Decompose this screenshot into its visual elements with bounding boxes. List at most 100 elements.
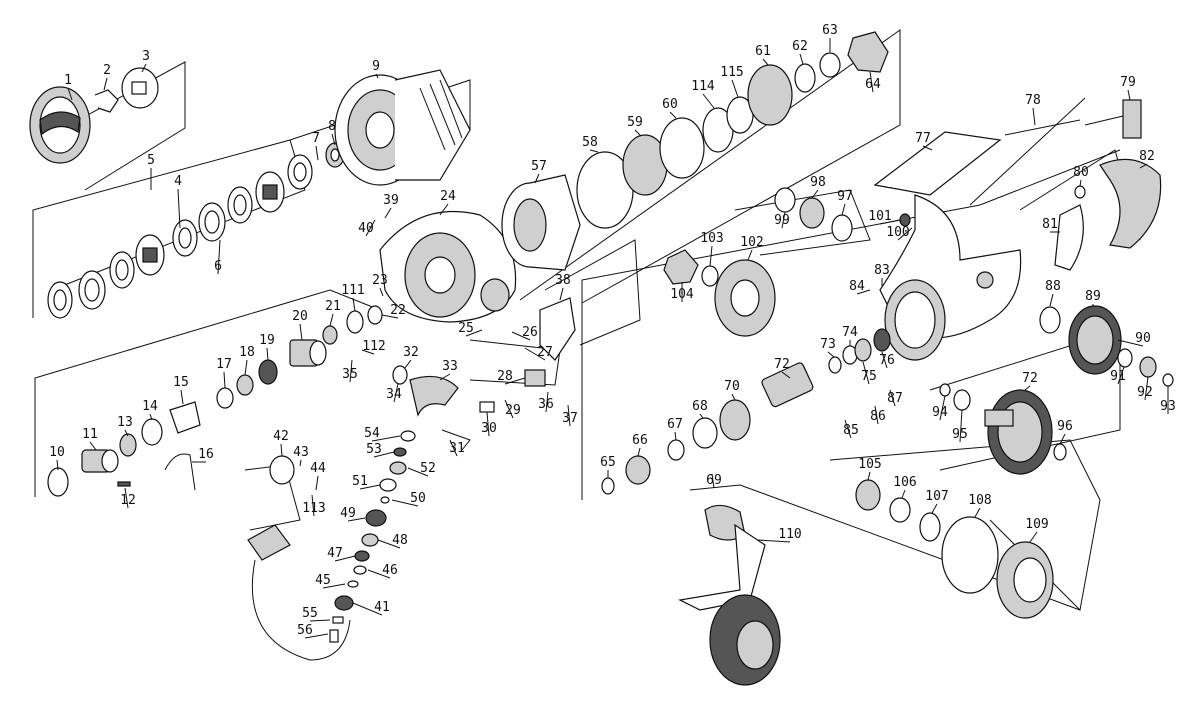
part-82-side-cover (1099, 158, 1162, 249)
frame-line-roller (544, 239, 641, 346)
part-label-41: 41 (374, 600, 390, 615)
part-20-nut (289, 339, 327, 367)
part-73-ring (828, 356, 842, 374)
part-label-85: 85 (843, 423, 859, 438)
part-label-39: 39 (383, 193, 399, 208)
part-label-112: 112 (362, 339, 385, 354)
part-label-42: 42 (273, 429, 289, 444)
part-label-31: 31 (449, 441, 465, 456)
leader-line-24 (439, 203, 449, 216)
leader-line-50 (391, 499, 419, 507)
part-label-54: 54 (364, 426, 380, 441)
part-label-44: 44 (310, 461, 326, 476)
part-98-bearing (799, 197, 825, 229)
part-label-50: 50 (410, 491, 426, 506)
part-label-108: 108 (968, 493, 991, 508)
part-label-87: 87 (887, 391, 903, 406)
part-22-ring (367, 305, 383, 325)
leader-line-12 (124, 487, 129, 509)
part-label-4: 4 (174, 174, 182, 189)
part-66-collar (625, 455, 651, 485)
part-label-53: 53 (366, 442, 382, 457)
part-label-109: 109 (1025, 517, 1048, 532)
part-2-clip (94, 89, 119, 113)
leader-line-87 (889, 389, 896, 407)
frame-drag-stack (32, 139, 306, 318)
part-label-10: 10 (49, 445, 65, 460)
leader-line-113 (311, 494, 315, 517)
part-102-plate (714, 259, 776, 337)
leader-line-66 (637, 447, 641, 457)
part-label-77: 77 (915, 131, 931, 146)
leader-line-11 (89, 441, 97, 451)
part-label-79: 79 (1120, 75, 1136, 90)
leader-line-110 (757, 539, 791, 543)
leader-line-8 (331, 133, 336, 146)
leader-line-98 (811, 189, 819, 199)
leader-line-107 (931, 503, 938, 514)
part-61-bearing (747, 64, 793, 126)
leader-line-100 (897, 227, 913, 241)
leader-line-36 (545, 391, 549, 413)
leader-line-97 (841, 203, 846, 216)
part-label-26: 26 (522, 325, 538, 340)
part-label-35: 35 (342, 367, 358, 382)
part-72-main-gear (984, 389, 1053, 475)
part-label-21: 21 (325, 299, 341, 314)
leader-line-61 (762, 58, 769, 66)
part-label-38: 38 (555, 273, 571, 288)
frame-spool-cap (59, 61, 186, 191)
part-label-24: 24 (440, 189, 456, 204)
part-108-gasket (941, 516, 999, 594)
part-77-reel-body (873, 131, 1022, 361)
part-label-58: 58 (582, 135, 598, 150)
leader-line-82 (1139, 163, 1148, 169)
part-30-block (479, 401, 495, 413)
leader-line-17 (223, 371, 226, 389)
part-93-cap (1162, 373, 1174, 387)
leader-line-7 (315, 145, 319, 161)
leader-line-58 (589, 149, 599, 153)
part-95-washer (953, 389, 971, 411)
leader-line-25 (465, 329, 483, 337)
part-76-clutch (873, 328, 891, 352)
part-label-103: 103 (700, 231, 723, 246)
part-label-28: 28 (497, 369, 513, 384)
leader-line-53 (373, 451, 395, 458)
leader-line-103 (709, 245, 713, 267)
part-label-40: 40 (358, 221, 374, 236)
part-label-91: 91 (1110, 369, 1126, 384)
leader-line-45 (322, 583, 346, 589)
leader-line-88 (1049, 293, 1054, 307)
part-label-14: 14 (142, 399, 158, 414)
part-64-nut (847, 31, 889, 73)
leader-line-41 (352, 602, 383, 616)
leader-line-34 (393, 383, 399, 403)
part-label-23: 23 (372, 273, 388, 288)
part-89-gear (1068, 305, 1122, 375)
part-label-104: 104 (670, 287, 694, 302)
part-label-102: 102 (740, 235, 763, 250)
part-label-95: 95 (952, 427, 968, 442)
leader-line-6 (217, 239, 221, 275)
leader-line-72b (1024, 385, 1031, 391)
part-97-ring (831, 214, 853, 242)
part-label-47: 47 (327, 546, 343, 561)
part-label-1: 1 (64, 73, 72, 88)
part-label-57: 57 (531, 159, 547, 174)
leader-line-105 (867, 471, 871, 481)
leader-line-99 (781, 211, 786, 229)
part-label-110: 110 (778, 527, 801, 542)
leader-line-72a (781, 371, 791, 379)
part-label-83: 83 (874, 263, 890, 278)
part-label-67: 67 (667, 417, 683, 432)
part-label-113: 113 (302, 501, 325, 516)
part-label-34: 34 (386, 387, 402, 402)
part-16-spring (164, 453, 196, 491)
part-75-bearing (854, 338, 872, 362)
part-63-clip (819, 52, 841, 78)
part-label-3: 3 (142, 49, 150, 64)
leader-line-43 (299, 459, 302, 467)
part-label-2: 2 (103, 63, 111, 78)
part-15-plate (169, 401, 201, 434)
